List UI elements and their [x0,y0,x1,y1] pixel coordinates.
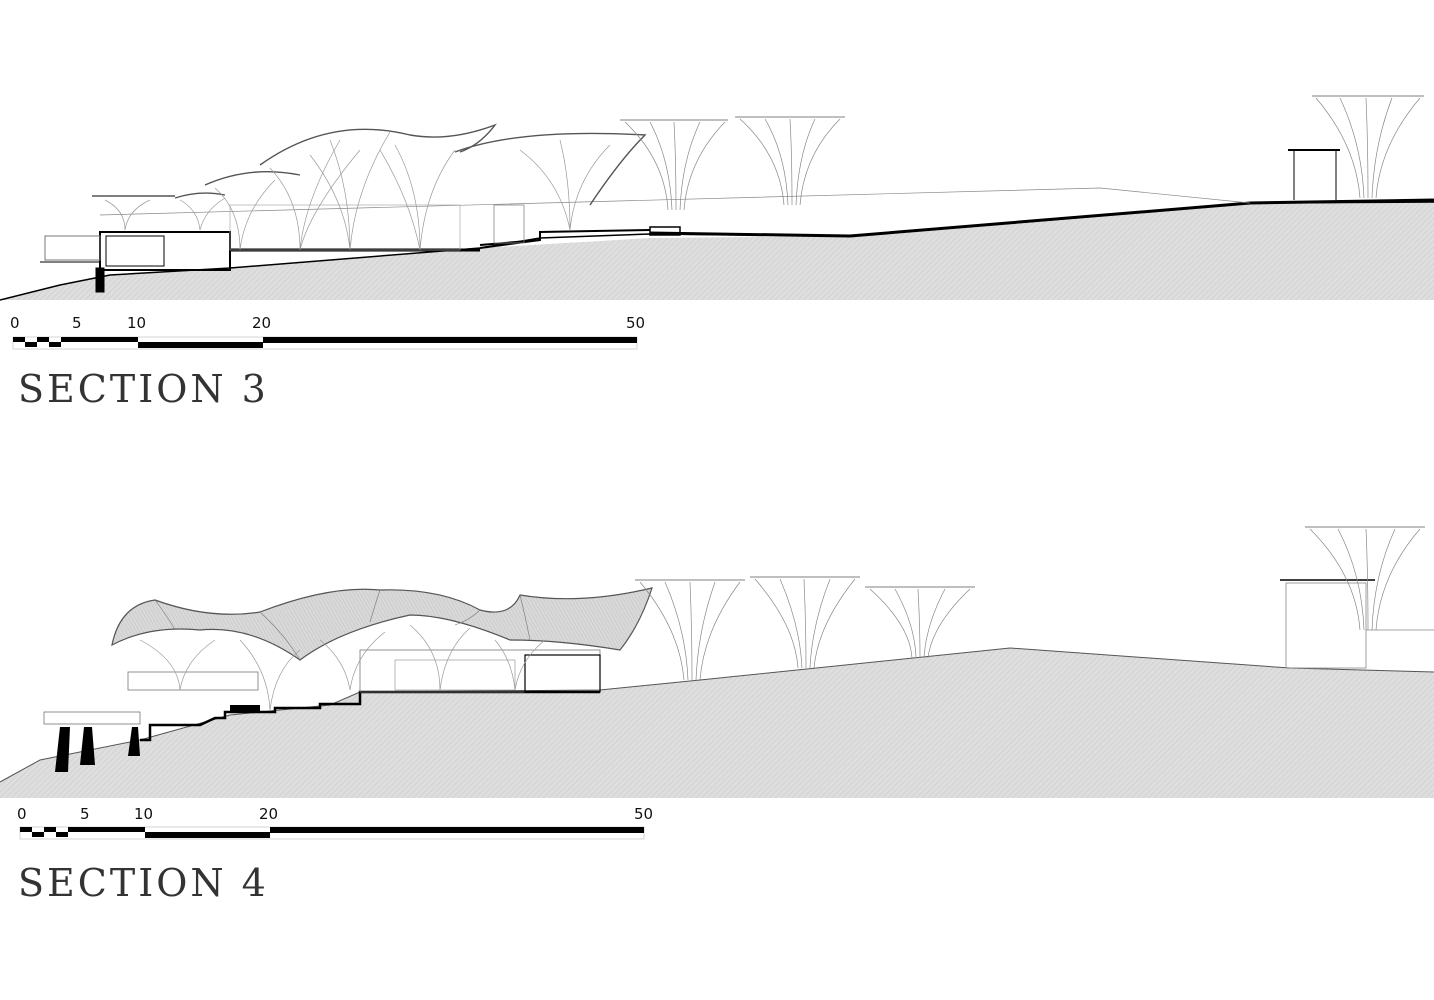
section-4-umbrella-columns [635,526,1425,681]
section-3-ground [0,202,1434,300]
section-4-roof [111,587,653,661]
scale-label-20: 20 [259,805,278,823]
section-3-title: SECTION 3 [18,367,269,411]
scale-label-0: 0 [10,314,20,332]
scale-label-10: 10 [127,314,146,332]
section-4-title: SECTION 4 [18,861,269,905]
section-4-drawing [0,526,1434,798]
section-3-drawing [0,95,1434,301]
section-4-roof-ribs [154,589,531,661]
section-3-umbrella-columns [620,95,1424,211]
umbrella-column [620,119,728,211]
umbrella-column [865,586,975,659]
umbrella-column [735,116,845,206]
scale-label-0: 0 [17,805,27,823]
umbrella-column [1305,526,1425,631]
scale-label-5: 5 [80,805,90,823]
section-4-ground [0,648,1434,798]
umbrella-column [750,576,860,669]
section-3-building [40,204,681,293]
section-3-columns [104,131,611,251]
section-3-pergola [1288,149,1340,200]
umbrella-column [635,579,745,681]
section-3-scale-bar: 0 5 10 20 50 [10,314,645,350]
section-3-roof [92,123,647,206]
scale-label-5: 5 [72,314,82,332]
umbrella-column [1312,95,1424,199]
scale-label-50: 50 [634,805,653,823]
section-4-piers [55,705,260,772]
scale-label-50: 50 [626,314,645,332]
scale-label-10: 10 [134,805,153,823]
scale-label-20: 20 [252,314,271,332]
section-4-columns [139,624,546,711]
section-4-scale-bar: 0 5 10 20 50 [17,805,653,840]
